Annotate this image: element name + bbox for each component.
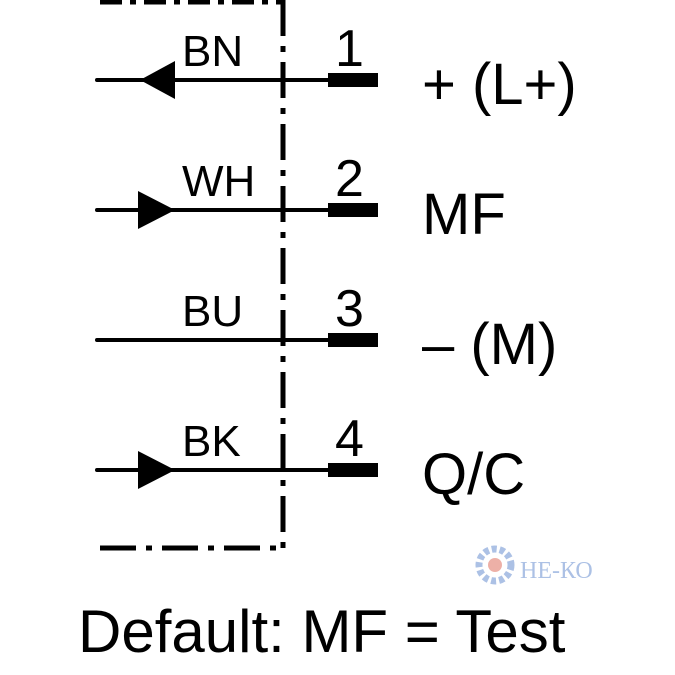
wire-row-1: BN 1 + (L+) xyxy=(95,20,577,117)
wire-color-label: BU xyxy=(182,287,243,336)
pin-number: 3 xyxy=(335,280,364,338)
footer-note: Default: MF = Test xyxy=(78,598,566,665)
pin-terminal xyxy=(328,203,378,217)
watermark-logo: НЕ-КО xyxy=(475,545,593,585)
arrow-left-icon xyxy=(140,61,175,99)
arrow-right-icon xyxy=(138,451,175,489)
wire-color-label: WH xyxy=(182,157,255,206)
pin-function: + (L+) xyxy=(422,52,577,117)
pin-function: – (M) xyxy=(422,312,557,377)
wire-row-3: BU 3 – (M) xyxy=(95,280,557,377)
wire-row-4: BK 4Q/C xyxy=(95,410,525,507)
wire-color-label: BN xyxy=(182,27,243,76)
arrow-right-icon xyxy=(138,191,175,229)
pin-terminal xyxy=(328,333,378,347)
wire-row-2: WH 2MF xyxy=(95,150,506,247)
wire-color-label: BK xyxy=(182,417,241,466)
pin-function: MF xyxy=(422,182,506,247)
pin-number: 2 xyxy=(335,150,364,208)
pin-number: 1 xyxy=(335,20,364,78)
pin-terminal xyxy=(328,73,378,87)
pin-number: 4 xyxy=(335,410,364,468)
pin-terminal xyxy=(328,463,378,477)
pin-function: Q/C xyxy=(422,442,525,507)
housing-boundary xyxy=(100,0,286,551)
svg-text:НЕ-КО: НЕ-КО xyxy=(520,558,593,584)
